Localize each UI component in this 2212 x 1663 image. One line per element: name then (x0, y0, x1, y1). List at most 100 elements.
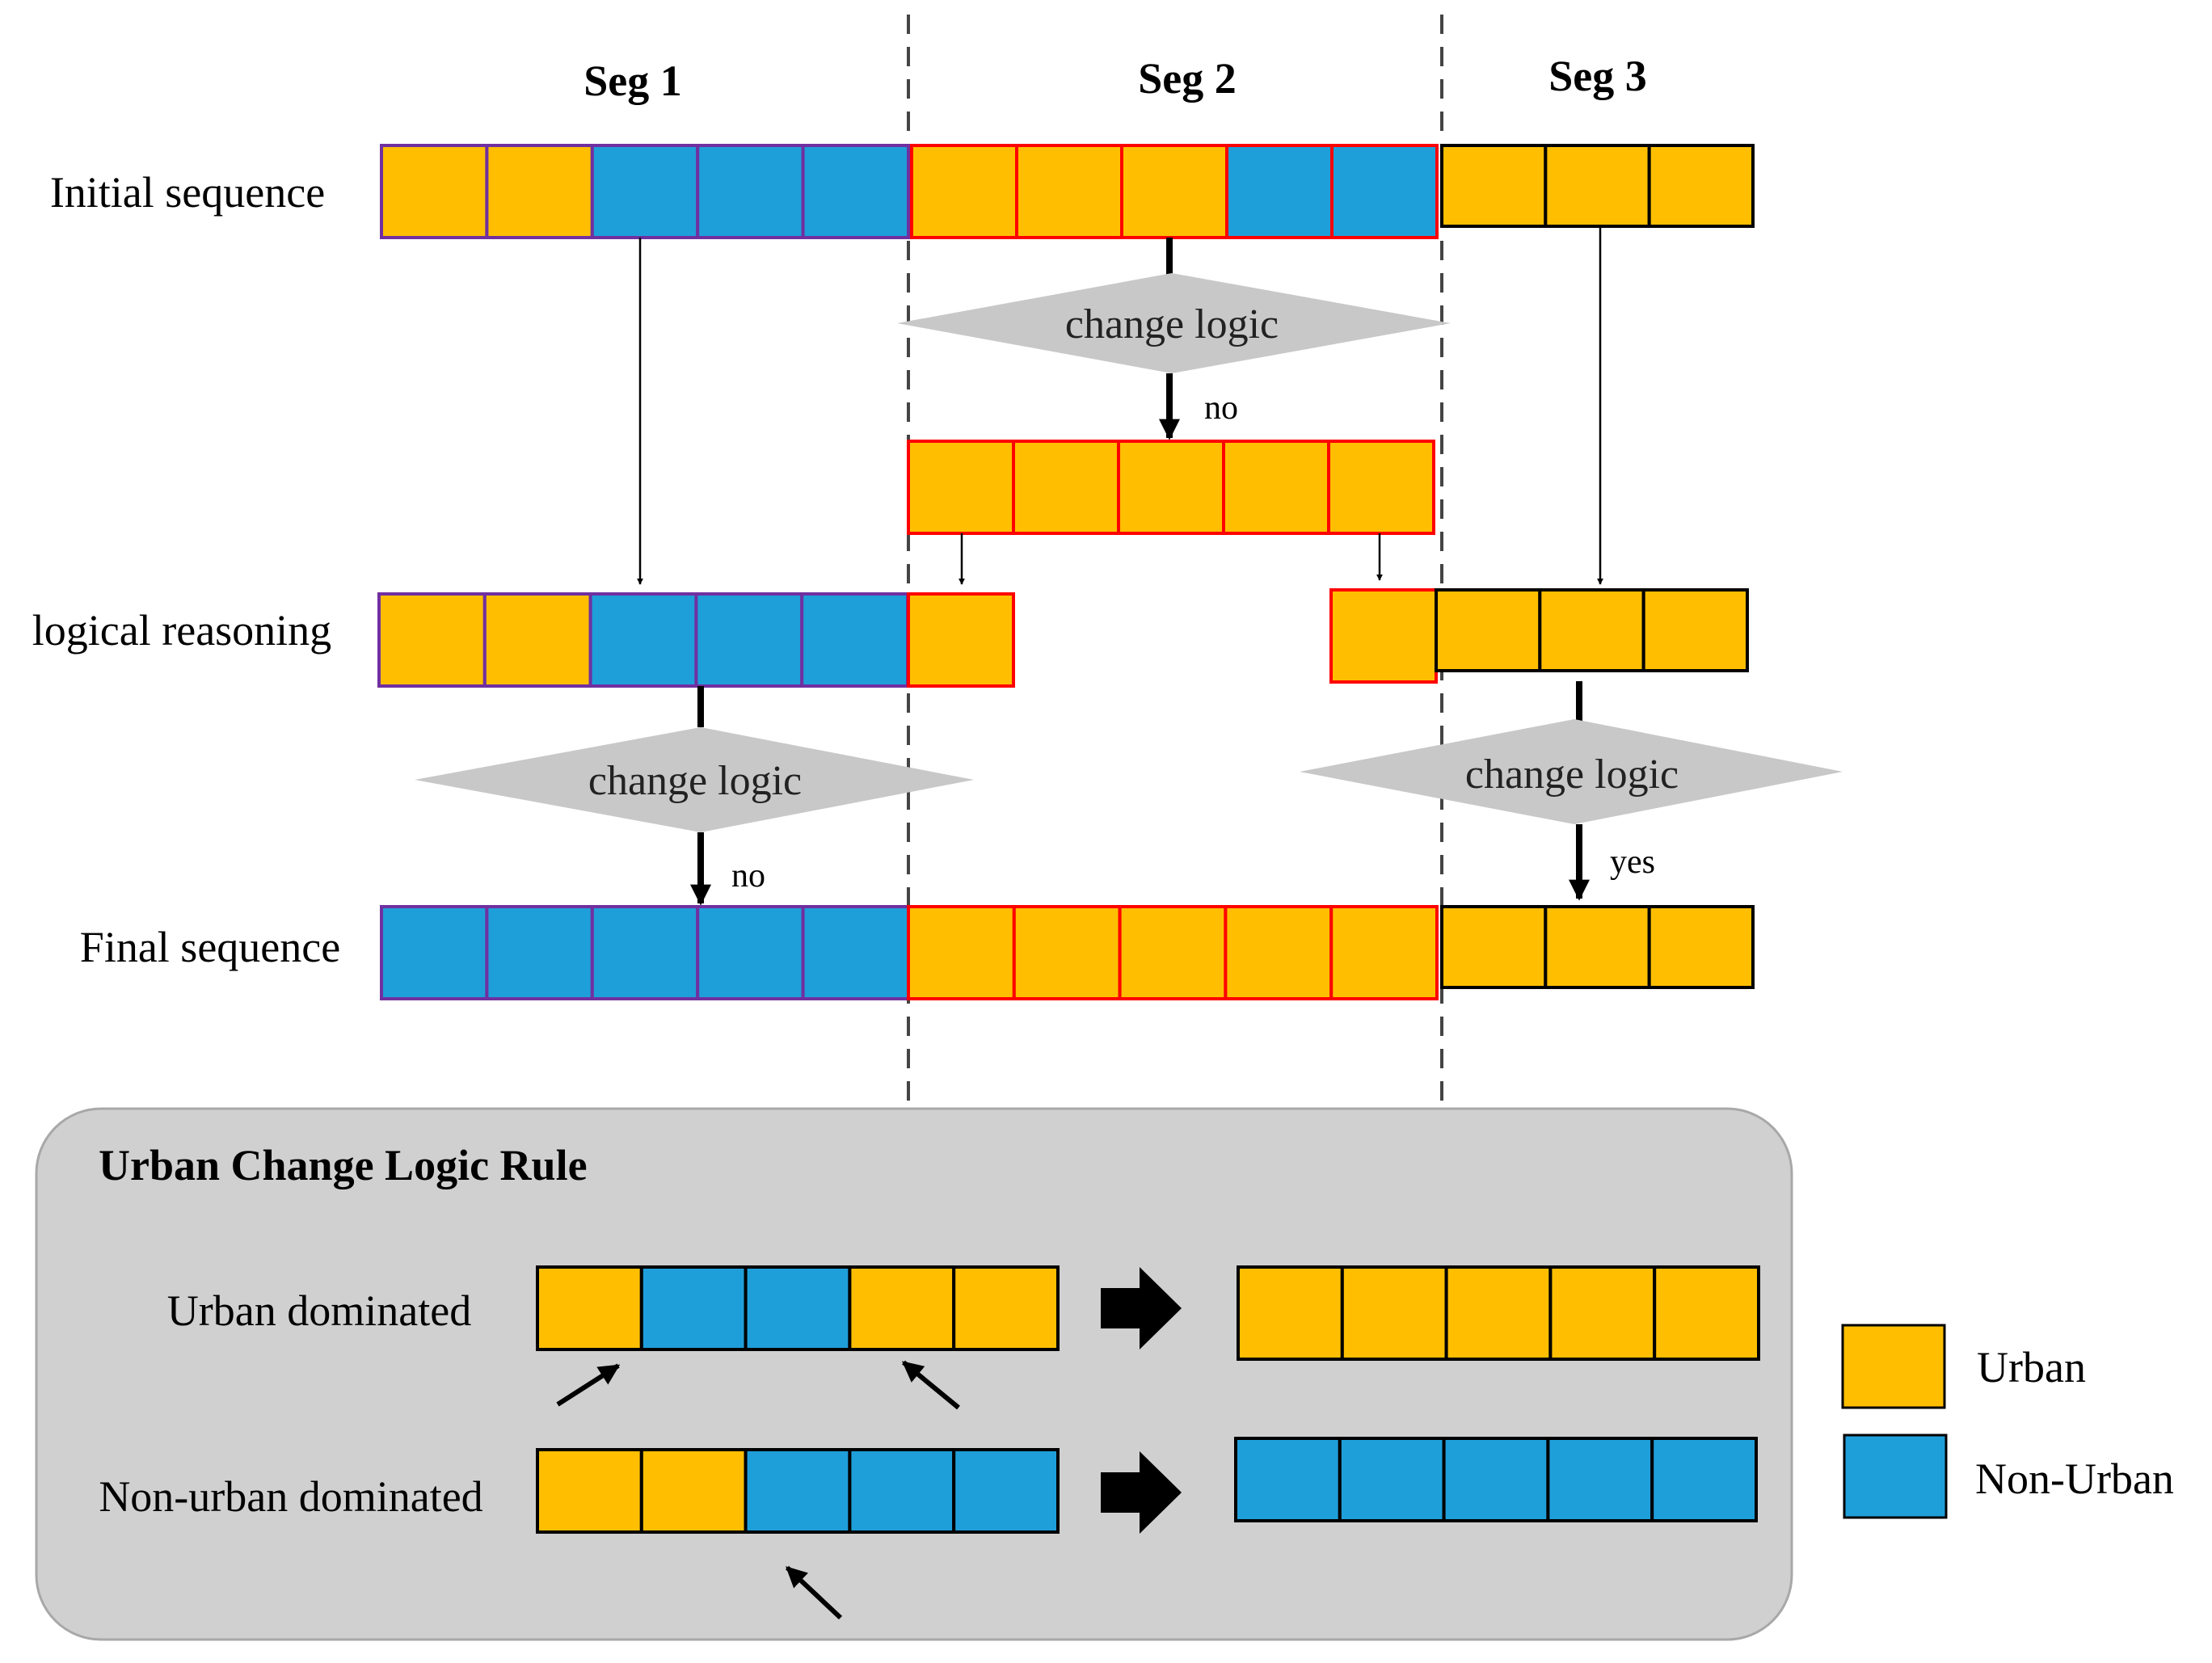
final-seq-seg1-cell-2 (485, 905, 594, 1000)
final-seq-seg1 (380, 905, 910, 1000)
rule-non-urban-dominated-arrow (1101, 1451, 1182, 1534)
rule-non-urban-dominated-after-cell-2 (1338, 1437, 1446, 1522)
initial-seq-seg2-cell-4 (1225, 144, 1334, 239)
initial-seq-seg3-cell-2 (1544, 144, 1651, 228)
rule-pointer-arrow-3 (785, 1565, 843, 1620)
initial-seq-seg1-cell-4 (696, 144, 805, 239)
rule-urban-dominated-before (536, 1265, 1060, 1351)
logical-seq-seg3 (1435, 588, 1749, 672)
rule-pointer-arrow-1 (556, 1363, 621, 1407)
legend-swatch-non-urban (1843, 1434, 1948, 1519)
final-seq-seg3-cell-2 (1544, 905, 1651, 989)
change-logic-decision-seg3 (1300, 719, 1843, 824)
rule-urban-dominated-before-cell-2 (639, 1265, 748, 1351)
rule-title: Urban Change Logic Rule (99, 1141, 588, 1189)
final-seq-seg1-cell-3 (590, 905, 700, 1000)
logical-seq-seg1-cell-4 (694, 592, 804, 688)
rule-urban-dominated-before-cell-4 (848, 1265, 956, 1351)
final-seq-seg2-cell-1 (907, 905, 1016, 1000)
final-seq-seg3-cell-3 (1647, 905, 1755, 989)
rule-urban-dominated-after-cell-2 (1340, 1265, 1448, 1361)
final-seq-seg2-cell-5 (1329, 905, 1439, 1000)
final-seq-seg1-cell-4 (696, 905, 805, 1000)
rule-urban-dominated-arrow (1101, 1267, 1182, 1349)
rule-urban-dominated-after-cell-3 (1444, 1265, 1553, 1361)
change-logic-decision-seg1 (415, 727, 974, 832)
seg2-after-logic-sequence-cell-2 (1012, 440, 1120, 535)
rule-non-urban-dominated-after-cell-5 (1650, 1437, 1758, 1522)
rule-non-urban-dominated-before-cell-2 (639, 1448, 748, 1534)
logical-seq-seg3-cell-1 (1435, 588, 1542, 672)
final-seq-seg2 (907, 905, 1439, 1000)
rule-pointer-arrow-2 (901, 1360, 960, 1410)
initial-seq-seg2-cell-1 (910, 144, 1018, 239)
rule-non-urban-dominated-after (1234, 1437, 1758, 1522)
final-seq-seg3-cell-1 (1440, 905, 1548, 989)
rule-non-urban-dominated-before-cell-4 (848, 1448, 956, 1534)
final-seq-seg1-cell-1 (380, 905, 489, 1000)
logical-seq-seg1-cell-5 (800, 592, 910, 688)
row-label-initial: Initial sequence (50, 168, 325, 217)
rule-non-urban-dominated-after-cell-3 (1442, 1437, 1550, 1522)
logical-seq-seg1-cell-2 (482, 592, 592, 688)
rule-urban-dominated-after-cell-4 (1548, 1265, 1657, 1361)
logical-seq-seg2-right (1329, 588, 1438, 684)
final-seq-seg1-cell-5 (801, 905, 910, 1000)
logical-seq-seg2-left-cell-1 (907, 592, 1015, 688)
yes-label-seg3: yes (1610, 844, 1655, 881)
seg2-after-logic-sequence (907, 440, 1435, 535)
initial-seq-seg1-cell-1 (380, 144, 489, 239)
rule-urban-dominated-before-cell-1 (536, 1265, 643, 1351)
seg2-after-logic-sequence-cell-3 (1117, 440, 1225, 535)
logical-seq-seg3-cell-2 (1538, 588, 1645, 672)
no-label-seg1: no (731, 857, 765, 895)
rule-urban-dominated-after-cell-5 (1653, 1265, 1760, 1361)
change-logic-label-seg1: change logic (588, 758, 802, 804)
initial-seq-seg3 (1440, 144, 1755, 228)
row-label-logical: logical reasoning (32, 606, 331, 655)
rule-non-urban-dominated-before (536, 1448, 1060, 1534)
rule-urban-dominated-before-cell-3 (744, 1265, 852, 1351)
initial-seq-seg1-cell-2 (485, 144, 594, 239)
rule-urban-dominated-after-cell-1 (1237, 1265, 1344, 1361)
initial-seq-seg3-cell-3 (1647, 144, 1755, 228)
initial-seq-seg2-cell-3 (1120, 144, 1228, 239)
rule-urban-dominated-after (1237, 1265, 1760, 1361)
seg2-after-logic-sequence-cell-5 (1327, 440, 1435, 535)
logical-seq-seg2-left (907, 592, 1015, 688)
segment-title-1: Seg 1 (584, 57, 682, 105)
no-label-seg2: no (1204, 389, 1238, 427)
seg2-after-logic-sequence-cell-4 (1222, 440, 1330, 535)
initial-seq-seg1-cell-3 (590, 144, 700, 239)
final-seq-seg2-cell-2 (1012, 905, 1122, 1000)
logical-seq-seg3-cell-3 (1641, 588, 1749, 672)
logical-seq-seg2-right-cell-1 (1329, 588, 1438, 684)
legend-label-non-urban: Non-Urban (1975, 1455, 2174, 1503)
row-label-final: Final sequence (80, 923, 340, 971)
initial-seq-seg1-cell-5 (801, 144, 910, 239)
rule-urban-dominated-label: Urban dominated (167, 1286, 471, 1335)
rule-non-urban-dominated-after-cell-4 (1546, 1437, 1654, 1522)
initial-seq-seg2-cell-5 (1330, 144, 1439, 239)
rule-non-urban-dominated-label: Non-urban dominated (99, 1472, 482, 1521)
final-seq-seg2-cell-3 (1118, 905, 1228, 1000)
rule-non-urban-dominated-before-cell-1 (536, 1448, 643, 1534)
seg2-after-logic-sequence-cell-1 (907, 440, 1015, 535)
legend-label-urban: Urban (1977, 1343, 2086, 1391)
rule-non-urban-dominated-before-cell-3 (744, 1448, 852, 1534)
final-seq-seg3 (1440, 905, 1755, 989)
final-seq-seg2-cell-4 (1224, 905, 1334, 1000)
rule-non-urban-dominated-before-cell-5 (952, 1448, 1060, 1534)
segment-title-3: Seg 3 (1548, 52, 1647, 100)
logical-seq-seg1-cell-3 (588, 592, 698, 688)
change-logic-decision-seg2 (897, 273, 1451, 373)
legend-swatch-urban (1841, 1324, 1946, 1409)
segment-title-2: Seg 2 (1138, 54, 1237, 103)
initial-seq-seg2-cell-2 (1015, 144, 1123, 239)
initial-seq-seg3-cell-1 (1440, 144, 1548, 228)
change-logic-label-seg2: change logic (1065, 301, 1279, 347)
initial-seq-seg1 (380, 144, 910, 239)
logical-seq-seg1-cell-1 (377, 592, 487, 688)
initial-seq-seg2 (910, 144, 1439, 239)
